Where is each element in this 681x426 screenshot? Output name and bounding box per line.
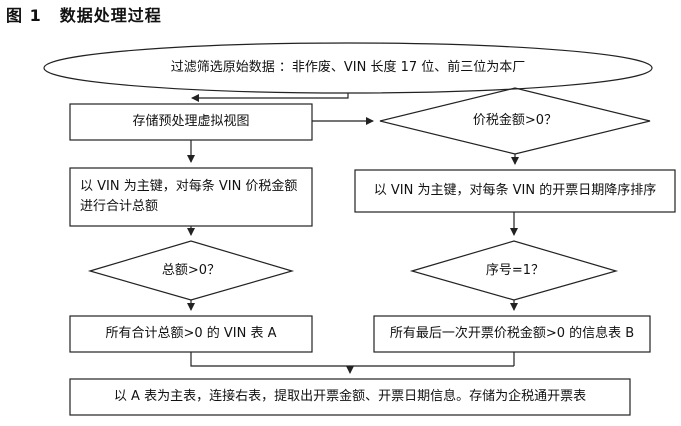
sort-by-date-node-label: 以 VIN 为主键，对每条 VIN 的开票日期降序排序 (355, 170, 675, 212)
table-a-text: 所有合计总额>0 的 VIN 表 A (105, 326, 277, 341)
figure-number: 图 1 (6, 6, 42, 25)
seq-check-node-label: 序号=1？ (454, 261, 576, 281)
figure-title: 图 1 数据处理过程 (6, 2, 162, 26)
store-view-text: 存储预处理虚拟视图 (132, 114, 250, 129)
store-view-node-label: 存储预处理虚拟视图 (70, 104, 312, 140)
total-check-diamond (87, 240, 295, 301)
tax-check-text: 价税金额>0？ (472, 113, 558, 128)
join-node-label: 以 A 表为主表，连接右表，提取出开票金额、开票日期信息。存储为企税通开票表 (70, 379, 630, 415)
filter-node-label: 过滤筛选原始数据 ：非作废、VIN 长度 17 位、前三位为本厂 (60, 56, 636, 80)
filter-text: 过滤筛选原始数据 ：非作废、VIN 长度 17 位、前三位为本厂 (170, 60, 526, 75)
table-b-text: 所有最后一次开票价税金额>0 的信息表 B (389, 326, 635, 341)
sort-by-date-text: 以 VIN 为主键，对每条 VIN 的开票日期降序排序 (373, 183, 657, 198)
arrow-ellipse-to-store (191, 93, 349, 102)
seq-check-text: 序号=1？ (485, 263, 545, 278)
join-rect (69, 378, 631, 416)
total-check-node-label: 总额>0？ (130, 261, 252, 281)
sort-by-date-rect (354, 169, 676, 213)
tax-check-node-label: 价税金额>0？ (440, 111, 590, 131)
table-a-node-label: 所有合计总额>0 的 VIN 表 A (70, 316, 312, 352)
join-text: 以 A 表为主表，连接右表，提取出开票金额、开票日期信息。存储为企税通开票表 (113, 389, 587, 404)
connectors (187, 93, 519, 374)
sum-per-vin-text-line2: 进行合计总额 (80, 199, 159, 214)
sum-per-vin-text-line1: 以 VIN 为主键，对每条 VIN 价税金额 (80, 179, 298, 194)
sum-per-vin-node-label: 以 VIN 为主键，对每条 VIN 价税金额 进行合计总额 (70, 168, 312, 226)
table-b-node-label: 所有最后一次开票价税金额>0 的信息表 B (374, 316, 650, 352)
tax-check-diamond (379, 87, 651, 155)
line-table-a-down (190, 352, 514, 367)
table-b-rect (373, 315, 651, 353)
seq-check-diamond (409, 240, 619, 301)
total-check-text: 总额>0？ (161, 263, 221, 278)
figure-caption: 数据处理过程 (59, 6, 162, 25)
